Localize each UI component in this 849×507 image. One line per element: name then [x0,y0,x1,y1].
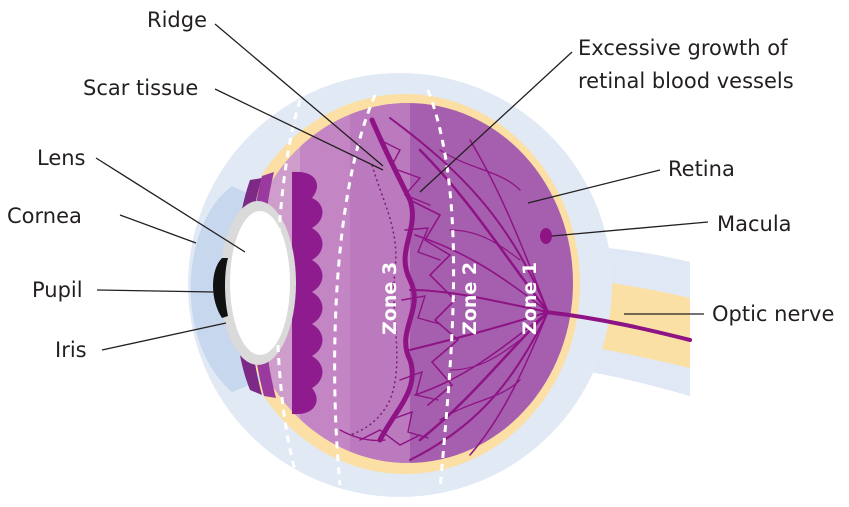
optic-nerve-label: Optic nerve [712,302,834,326]
zone-1-label: Zone 1 [519,262,541,335]
excessive-growth-label-line1: Excessive growth of [578,36,788,60]
cornea-leader [120,215,196,243]
ridge-label: Ridge [147,8,207,32]
pupil-label: Pupil [32,278,83,302]
macula-spot [540,228,552,244]
excessive-growth-label-line2: retinal blood vessels [578,69,794,93]
scar-tissue-label: Scar tissue [83,76,198,100]
retina-label: Retina [668,157,735,181]
zone-3-label: Zone 3 [379,262,401,335]
lens-label: Lens [37,146,86,170]
iris-label: Iris [55,338,87,362]
macula-label: Macula [717,212,792,236]
zone-2-label: Zone 2 [459,262,481,335]
cornea-label: Cornea [7,204,82,228]
